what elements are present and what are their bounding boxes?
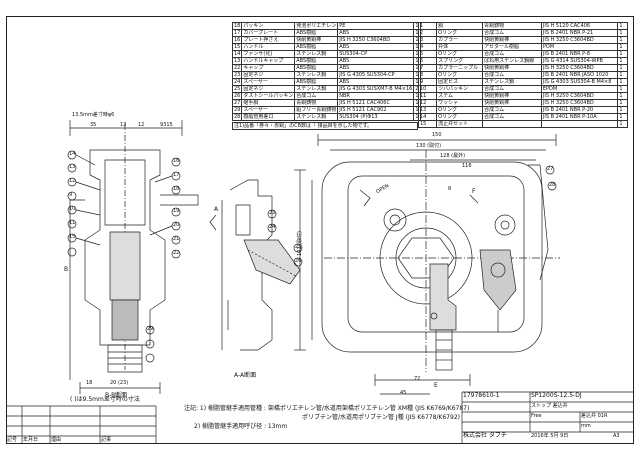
dim-35: 35 [90, 122, 97, 128]
parts-cell-no: 28 [231, 113, 243, 121]
callout-number: 11 [69, 220, 76, 226]
view-letter-e: E [434, 382, 438, 389]
view-letter-f: F [472, 188, 476, 195]
dim-12: 12 [138, 122, 145, 128]
callout-number: 15 [69, 234, 76, 240]
section-letter-b: B [64, 266, 69, 273]
paper-size: A3 [613, 433, 620, 439]
footnote-line-2: 2) 樹脂管継手適用呼び径 : 13mm [194, 423, 288, 430]
footnote: 注記: 1) 樹脂管継手適用管種 : 架橋ポリエチレン管/水道用架橋ポリエチレン… [184, 404, 469, 431]
callout-number: 9 [69, 192, 73, 198]
callout-number: 27 [547, 166, 554, 172]
parts-cell-name: 流止弁セット [436, 120, 484, 128]
rev-header-note: 記事 [101, 437, 112, 443]
rev-header-mark: 記号 [7, 437, 18, 443]
callout-number: 24 [269, 224, 276, 230]
parts-cell-no: 15 [417, 120, 438, 128]
dim-150: 150 [432, 132, 442, 138]
dim-45: 45 [400, 390, 407, 396]
parts-cell-spec [540, 120, 619, 128]
dim-130: 130 (取付) [416, 143, 442, 149]
revision-table: 記号 年月日 理由 記事 [6, 406, 156, 444]
dim-8: 8 [448, 186, 452, 192]
drawing-date: 2016年 5月 9日 [531, 433, 569, 439]
dim-13: 13 [120, 122, 127, 128]
callout-number: 18 [173, 186, 180, 192]
callout-number: 12 [69, 178, 76, 184]
company-name: 株式会社 タブチ [463, 432, 507, 439]
title-block-lines [461, 391, 634, 444]
parts-cell-qty: 1 [617, 120, 628, 128]
parts-list-note: 注1)品番「券々・赤銅」のCB数は「 接品目を示した物です。 [232, 122, 418, 130]
finish: Free [531, 413, 542, 419]
dim-128: 128 (最外) [440, 153, 466, 159]
section-aa-label: A-A断面 [234, 372, 257, 379]
front-view [294, 134, 560, 395]
dim-18: 18 [86, 380, 93, 386]
callout-number: 14 [69, 151, 76, 157]
section-bb-view [67, 120, 199, 394]
callout-number: 25 [295, 244, 302, 250]
callout-number: 16 [173, 158, 180, 164]
scale-unit: mm [581, 423, 591, 429]
dim-72: 72 [414, 376, 421, 382]
callout-number: 26 [295, 258, 302, 264]
footnote-line-1: 注記: 1) 樹脂管継手適用管種 : 架橋ポリエチレン管/水道用架橋ポリエチレン… [184, 405, 470, 412]
drawing-frame [6, 16, 634, 444]
callout-number: 20 [173, 222, 180, 228]
model-number: SP1200S-12.5-DJ [531, 392, 582, 399]
pipe-size-note: ( )は9.5mm差寸時の寸法 [70, 396, 140, 403]
title-block: 17978610-1 SP1200S-12.5-DJ ストップ 差込弁 Free… [462, 392, 634, 444]
footnote-line-1b: ポリブテン管/水道用ポリブテン管 J種 (JIS K6778/K6792) [302, 414, 460, 421]
callout-number: 29 [147, 326, 154, 332]
callout-number: 23 [269, 210, 276, 216]
dim-9315: 9315 [160, 122, 173, 128]
section-letter-a: A [214, 206, 219, 213]
callout-number: 22 [173, 250, 180, 256]
dim-20: 20 (23) [110, 380, 129, 386]
product-name: ストップ 差込弁 [531, 403, 568, 409]
dim-116: 116 [462, 163, 472, 169]
callout-number: 28 [549, 182, 556, 188]
drawing-number: 17978610-1 [463, 392, 500, 399]
revision-table-lines [6, 405, 157, 444]
callout-number: 17 [173, 172, 180, 178]
pipe-tag-label: 13.5mm差寸時φ6 [72, 112, 115, 118]
material-row: 差込弁 01R [581, 413, 608, 419]
callout-number: 13 [69, 164, 76, 170]
section-aa-view [209, 179, 303, 351]
rev-header-reason: 理由 [51, 437, 62, 443]
callout-number: 21 [173, 236, 180, 242]
callout-number: 19 [173, 208, 180, 214]
section-bb-label: B-B断面 [105, 392, 128, 399]
rev-header-date: 年月日 [23, 437, 39, 443]
callout-number: 10 [69, 206, 76, 212]
